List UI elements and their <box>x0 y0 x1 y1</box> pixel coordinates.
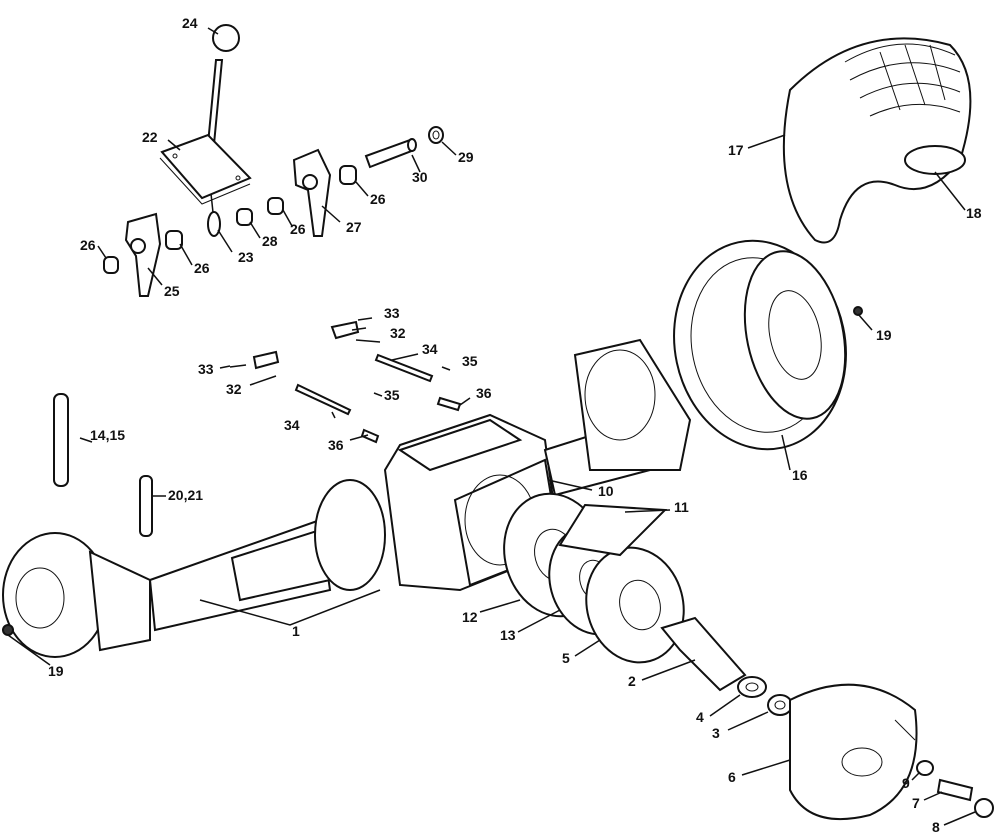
label-26-c: 26 <box>194 260 210 276</box>
label-22: 22 <box>142 129 158 145</box>
shift-fork-27 <box>292 148 332 237</box>
label-5: 5 <box>562 650 570 666</box>
label-33-b: 33 <box>198 361 214 377</box>
label-26-b: 26 <box>80 237 96 253</box>
shim-11 <box>558 503 668 557</box>
label-28: 28 <box>262 233 278 249</box>
label-11: 11 <box>674 499 689 515</box>
label-17: 17 <box>728 142 744 158</box>
label-1: 1 <box>292 623 300 639</box>
label-25: 25 <box>164 283 180 299</box>
label-35-b: 35 <box>384 387 400 403</box>
label-29: 29 <box>458 149 474 165</box>
label-26-a: 26 <box>290 221 306 237</box>
shift-lever <box>204 24 240 237</box>
label-13: 13 <box>500 627 516 643</box>
shift-plate <box>159 133 252 205</box>
label-35-a: 35 <box>462 353 478 369</box>
small-parts <box>2 624 994 818</box>
label-9: 9 <box>902 775 910 791</box>
label-18: 18 <box>966 205 982 221</box>
label-20-21: 20,21 <box>168 487 203 503</box>
label-36-a: 36 <box>476 385 492 401</box>
label-33-a: 33 <box>384 305 400 321</box>
label-24: 24 <box>182 15 198 31</box>
brake-cover-6 <box>789 683 918 821</box>
wheel-rim <box>673 239 863 451</box>
part-labels: 24 22 23 28 26 26 26 26 27 30 29 25 17 1… <box>48 15 982 835</box>
label-32-b: 32 <box>226 381 242 397</box>
bearings <box>737 676 793 716</box>
label-6: 6 <box>728 769 736 785</box>
label-3: 3 <box>712 725 720 741</box>
label-8: 8 <box>932 819 940 835</box>
label-34-a: 34 <box>422 341 438 357</box>
label-14-15: 14,15 <box>90 427 125 443</box>
linkage-parts <box>229 317 462 444</box>
tire <box>782 37 972 244</box>
washer-29 <box>428 126 444 144</box>
bushings <box>103 165 357 274</box>
label-36-b: 36 <box>328 437 344 453</box>
label-10: 10 <box>598 483 614 499</box>
label-34-b: 34 <box>284 417 300 433</box>
label-26-d: 26 <box>370 191 386 207</box>
label-7: 7 <box>912 795 920 811</box>
straps <box>53 393 153 537</box>
label-16: 16 <box>792 467 808 483</box>
label-27: 27 <box>346 219 362 235</box>
label-4: 4 <box>696 709 704 725</box>
label-19-a: 19 <box>876 327 892 343</box>
label-23: 23 <box>238 249 254 265</box>
label-19-b: 19 <box>48 663 64 679</box>
label-32-a: 32 <box>390 325 406 341</box>
label-12: 12 <box>462 609 478 625</box>
label-2: 2 <box>628 673 636 689</box>
left-axle-housing <box>2 518 332 658</box>
shaft-30 <box>364 138 417 169</box>
label-30: 30 <box>412 169 428 185</box>
shift-fork-25 <box>124 212 162 297</box>
right-axle-housing <box>543 338 692 497</box>
leader-lines <box>7 27 976 826</box>
